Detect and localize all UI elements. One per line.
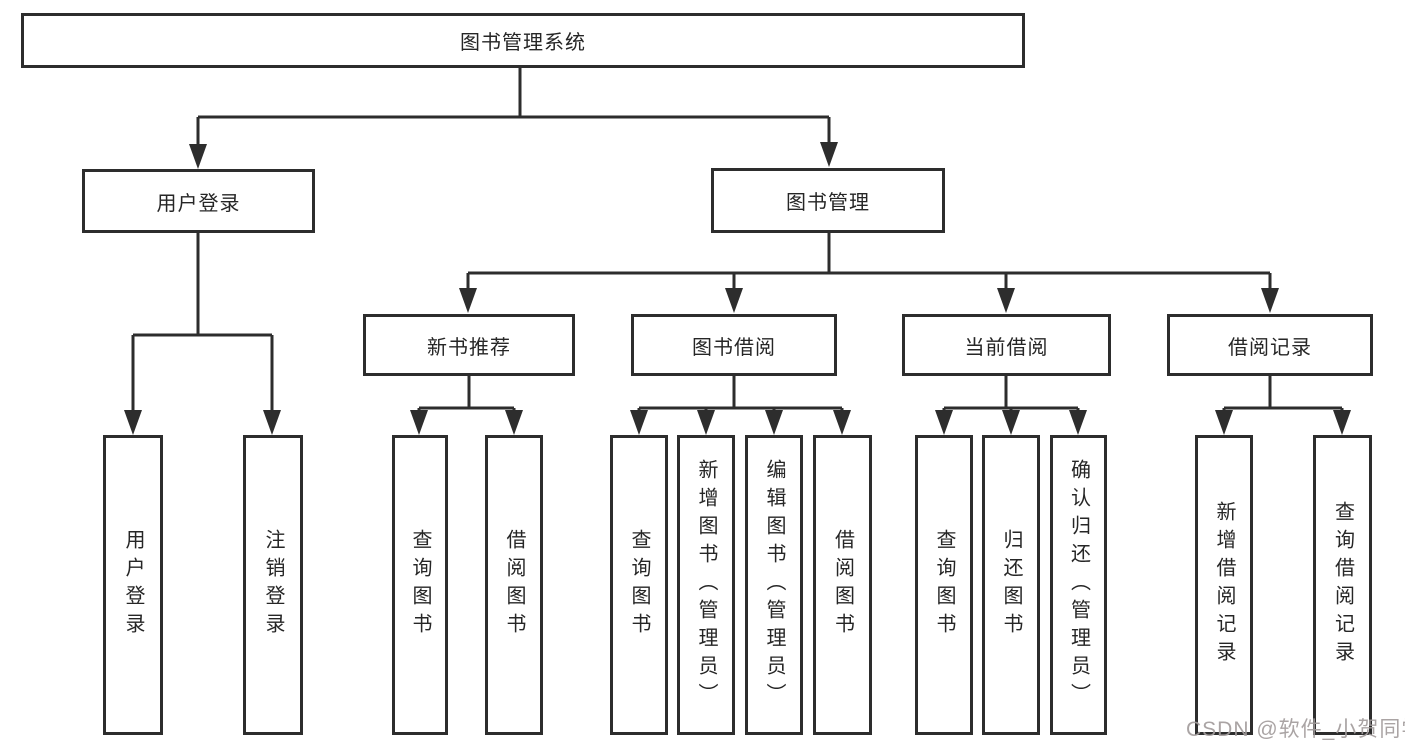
- node-book-borrowing: 图书借阅: [631, 314, 837, 376]
- node-leaf-edit-books-admin: 编辑图书（管理员）: [745, 435, 803, 735]
- node-leaf-return-books: 归还图书: [982, 435, 1040, 735]
- node-leaf-confirm-return-admin: 确认归还（管理员）: [1050, 435, 1107, 735]
- node-borrowing-records: 借阅记录: [1167, 314, 1373, 376]
- node-leaf-borrow-books-1: 借阅图书: [485, 435, 543, 735]
- csdn-watermark: CSDN @软件_小贺同学: [1186, 718, 1405, 741]
- node-leaf-query-books-3: 查询图书: [915, 435, 973, 735]
- node-leaf-query-books-2: 查询图书: [610, 435, 668, 735]
- node-current-borrowing: 当前借阅: [902, 314, 1111, 376]
- node-book-management: 图书管理: [711, 168, 945, 233]
- node-leaf-query-books-1: 查询图书: [392, 435, 448, 735]
- node-leaf-add-borrow-record: 新增借阅记录: [1195, 435, 1253, 735]
- node-leaf-logout: 注销登录: [243, 435, 303, 735]
- node-leaf-query-borrow-record: 查询借阅记录: [1313, 435, 1372, 735]
- node-leaf-add-books-admin: 新增图书（管理员）: [677, 435, 735, 735]
- node-leaf-borrow-books-2: 借阅图书: [813, 435, 872, 735]
- node-user-login: 用户登录: [82, 169, 315, 233]
- node-leaf-user-login: 用户登录: [103, 435, 163, 735]
- node-new-book-recommend: 新书推荐: [363, 314, 575, 376]
- node-library-management-system: 图书管理系统: [21, 13, 1025, 68]
